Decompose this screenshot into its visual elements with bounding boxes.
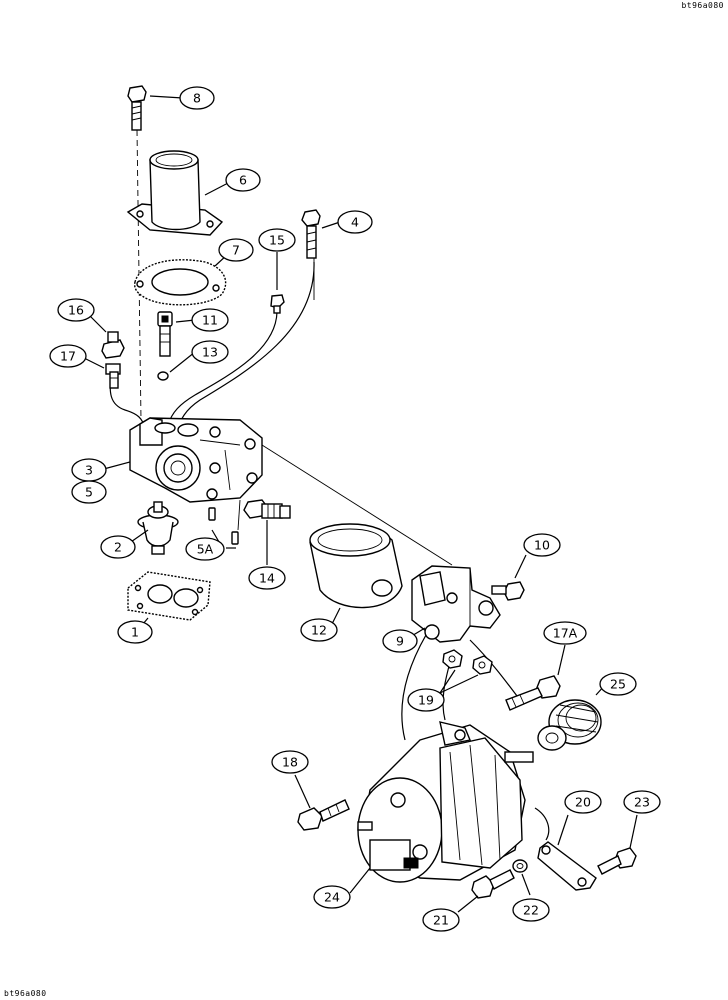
leader-lines: [83, 95, 638, 913]
callout-12-label: 12: [311, 623, 327, 638]
callout-3: 3: [71, 458, 107, 482]
callout-3-label: 3: [85, 463, 93, 478]
callout-17A: 17A: [543, 621, 587, 645]
callout-23: 23: [623, 790, 661, 814]
drawing-code-bottom: bt96a080: [4, 989, 47, 998]
callout-10: 10: [523, 533, 561, 557]
callout-12: 12: [300, 618, 338, 642]
callout-24-label: 24: [324, 890, 340, 905]
callout-21: 21: [422, 908, 460, 932]
callout-9: 9: [382, 629, 418, 653]
thermostat-part-2: [137, 501, 179, 555]
callout-9-label: 9: [396, 634, 404, 649]
callout-14-label: 14: [259, 571, 275, 586]
thermostat-housing-part-3: [129, 417, 263, 503]
sensor-part-17: [105, 363, 121, 389]
callout-20: 20: [564, 790, 602, 814]
callout-6-label: 6: [239, 173, 247, 188]
callout-13: 13: [191, 340, 229, 364]
callout-18-label: 18: [282, 755, 298, 770]
bolt-part-4: [301, 209, 321, 259]
callout-2-label: 2: [114, 540, 122, 555]
callout-20-label: 20: [575, 795, 591, 810]
sensor-part-11: [157, 311, 173, 357]
callout-6: 6: [225, 168, 261, 192]
pulley-part-25: [537, 699, 602, 751]
gasket-part-1: [127, 571, 211, 621]
callout-24: 24: [313, 885, 351, 909]
callout-1-label: 1: [131, 625, 139, 640]
callout-11: 11: [191, 308, 229, 332]
drawing-code-top: bt96a080: [681, 1, 724, 10]
callout-16-label: 16: [68, 303, 84, 318]
callout-5-label: 5: [85, 485, 93, 500]
callouts: 1 2 3 4 5 5A 6 7 8 9 10 11 12 13 14 15 1…: [49, 86, 661, 932]
dowel-pins-part-5A: [208, 507, 239, 545]
fitting-part-16: [101, 331, 125, 359]
callout-4: 4: [337, 210, 373, 234]
callout-5: 5: [71, 480, 107, 504]
callout-17: 17: [49, 344, 87, 368]
callout-7-label: 7: [232, 243, 240, 258]
callout-13-label: 13: [202, 345, 218, 360]
callout-7: 7: [218, 238, 254, 262]
fitting-part-15: [270, 294, 285, 314]
callout-17-label: 17: [60, 349, 76, 364]
gasket-part-7: [133, 259, 227, 306]
o-ring-part-13: [157, 371, 169, 381]
callout-5A-label: 5A: [197, 542, 214, 557]
alternator-part-24: [357, 721, 550, 883]
bracket-part-9: [411, 565, 501, 643]
callout-4-label: 4: [351, 215, 359, 230]
bolt-part-21: [471, 869, 515, 899]
callout-25-label: 25: [610, 677, 626, 692]
filter-part-12: [309, 523, 403, 609]
callout-15: 15: [258, 228, 296, 252]
callout-1: 1: [117, 620, 153, 644]
callout-22-label: 22: [523, 903, 539, 918]
washer-part-22: [512, 859, 528, 873]
nuts-part-19: [442, 649, 493, 675]
callout-10-label: 10: [534, 538, 550, 553]
bolt-part-18: [297, 799, 350, 831]
callout-17A-label: 17A: [553, 626, 578, 641]
bolt-part-10: [491, 581, 525, 601]
fitting-part-14: [243, 499, 291, 519]
bolt-part-23: [597, 847, 637, 875]
callout-18: 18: [271, 750, 309, 774]
outlet-tube-part-6: [126, 150, 224, 236]
callout-23-label: 23: [634, 795, 650, 810]
callout-22: 22: [512, 898, 550, 922]
callout-5A: 5A: [185, 537, 225, 561]
callout-21-label: 21: [433, 913, 449, 928]
callout-19-label: 19: [418, 693, 434, 708]
bolt-part-8: [127, 85, 147, 131]
callout-2: 2: [100, 535, 136, 559]
bolt-part-17A: [505, 675, 561, 711]
callout-8: 8: [179, 86, 215, 110]
callout-19: 19: [407, 688, 445, 712]
callout-16: 16: [57, 298, 95, 322]
callout-25: 25: [599, 672, 637, 696]
callout-14: 14: [248, 566, 286, 590]
callout-11-label: 11: [202, 313, 218, 328]
callout-15-label: 15: [269, 233, 285, 248]
strap-part-20: [537, 841, 597, 891]
callout-8-label: 8: [193, 91, 201, 106]
